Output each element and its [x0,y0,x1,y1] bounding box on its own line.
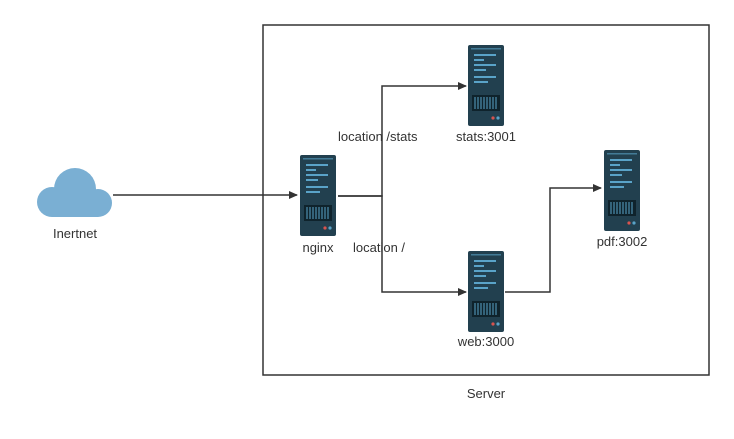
stats-label: stats:3001 [456,129,516,144]
edge-web-label: location / [353,240,406,255]
server-icon [603,149,641,232]
server-group-frame [262,24,710,376]
server-group-label: Server [466,386,506,401]
pdf-label: pdf:3002 [596,234,648,249]
server-icon [467,250,505,333]
internet-label: Inertnet [52,226,98,241]
nginx-label: nginx [302,240,334,255]
edge-web-pdf [505,184,602,293]
server-icon [467,44,505,127]
edge-nginx-web [338,195,467,296]
server-icon [299,154,337,237]
web-label: web:3000 [457,334,515,349]
edge-stats-label: location /stats [338,129,418,144]
cloud-icon [37,168,112,217]
